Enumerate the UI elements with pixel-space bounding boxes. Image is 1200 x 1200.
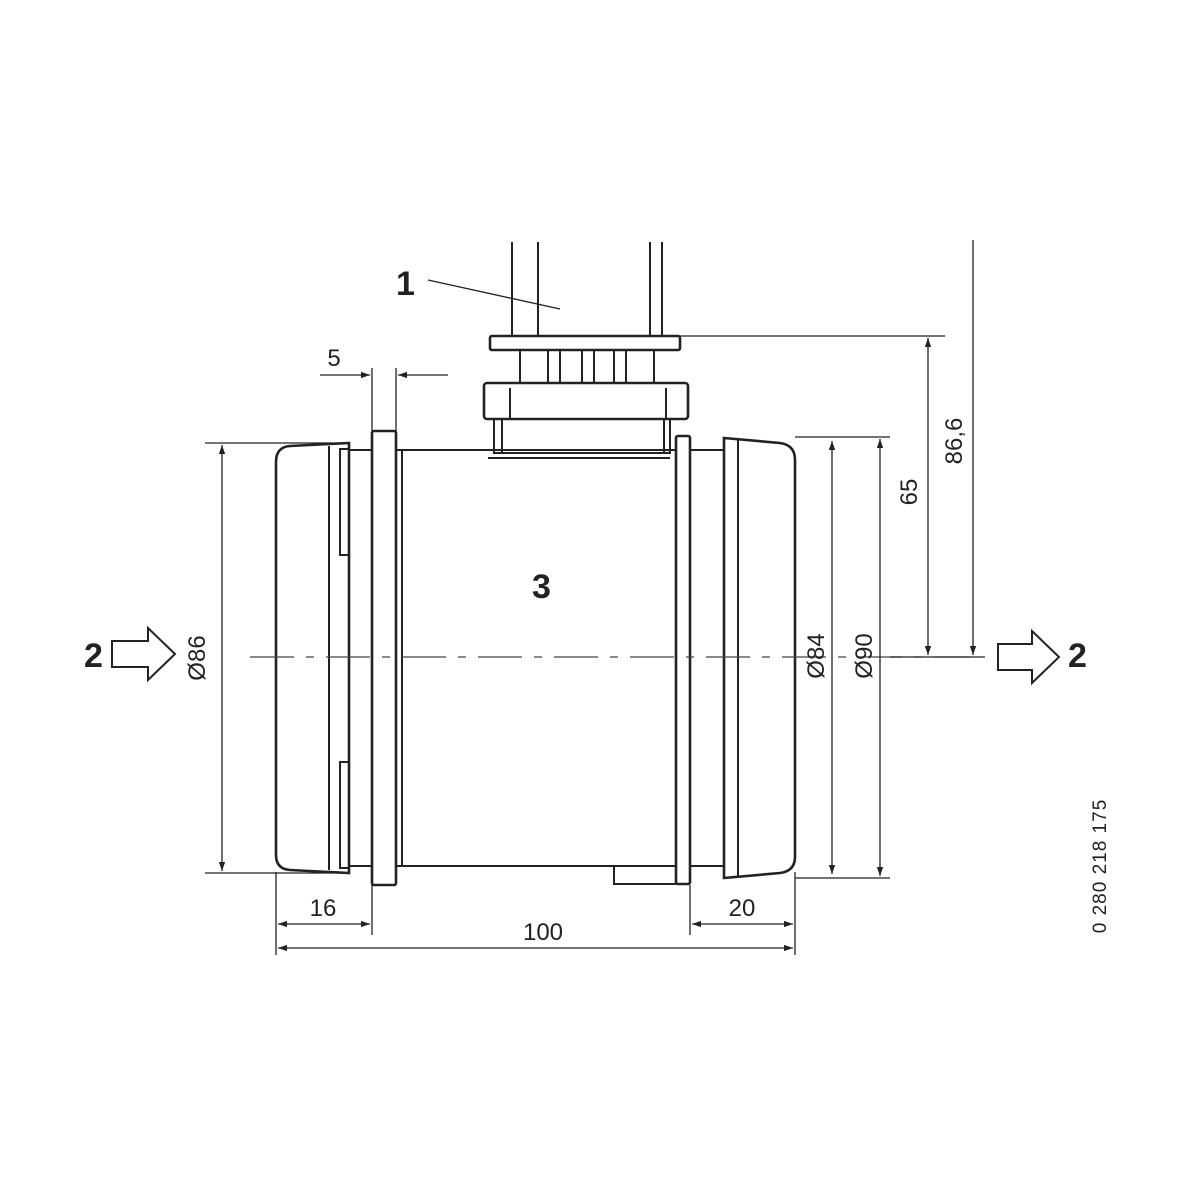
dim-width-100: 100 [523, 919, 563, 946]
callout-1-leader [427, 279, 561, 310]
callout-1-label: 1 [396, 265, 415, 303]
hollow-right-arrow-icon [997, 628, 1061, 686]
dim-width-20: 20 [729, 895, 756, 922]
hollow-right-arrow-icon [111, 625, 177, 683]
callout-2-right-label: 2 [1068, 637, 1087, 675]
dim-diameter-90: Ø90 [851, 633, 878, 678]
dim-height-65: 65 [896, 479, 923, 506]
cable-wires [511, 242, 663, 338]
dimension-lines [218, 246, 977, 952]
right-sleeve [690, 436, 797, 880]
part-number: 0 280 218 175 [1090, 799, 1111, 934]
callout-2-left-label: 2 [84, 637, 103, 675]
dim-width-16: 16 [310, 895, 337, 922]
sensor-body [396, 449, 677, 885]
right-flange [674, 434, 692, 886]
dim-diameter-84: Ø84 [803, 633, 830, 678]
left-sleeve [274, 441, 372, 875]
extension-lines [205, 240, 985, 955]
connector-assembly [482, 334, 690, 459]
dim-width-5: 5 [327, 345, 340, 372]
dim-diameter-86: Ø86 [184, 635, 211, 680]
dim-height-86-6: 86,6 [941, 418, 968, 465]
callout-3-label: 3 [532, 568, 551, 606]
left-flange [370, 429, 398, 887]
